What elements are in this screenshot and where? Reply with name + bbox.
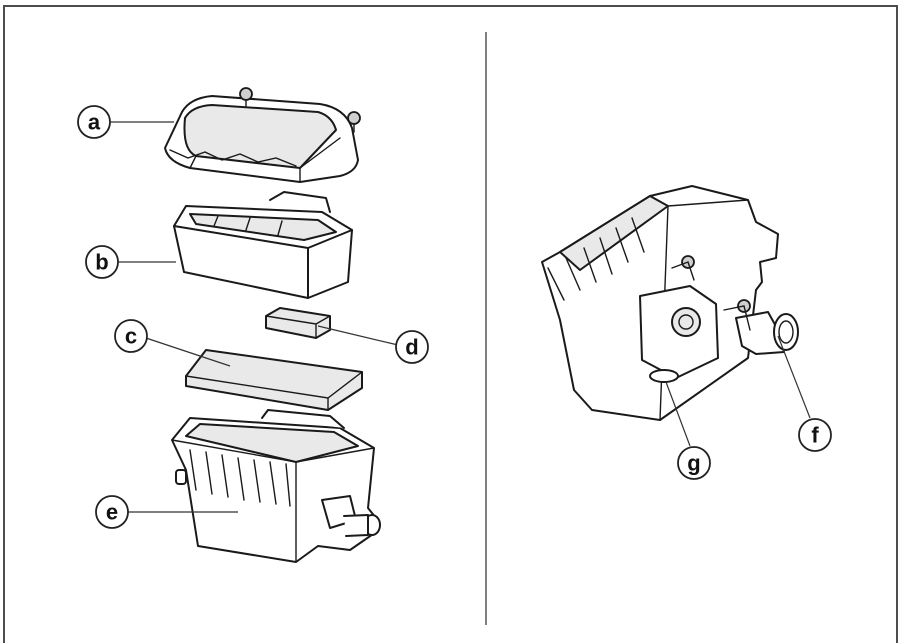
label-b: b <box>85 245 119 279</box>
label-d: d <box>395 330 429 364</box>
label-c: c <box>114 319 148 353</box>
label-f: f <box>798 418 832 452</box>
svg-text:c: c <box>125 324 137 349</box>
svg-text:f: f <box>811 423 819 448</box>
label-e: e <box>95 495 129 529</box>
part-c-large-pad <box>185 349 363 411</box>
svg-text:a: a <box>88 110 101 135</box>
svg-text:d: d <box>405 335 418 360</box>
part-e-housing <box>171 409 381 563</box>
label-g: g <box>677 446 711 480</box>
figure-frame <box>3 5 898 643</box>
svg-text:b: b <box>95 250 108 275</box>
part-b-filter-cartridge <box>173 191 353 299</box>
label-a: a <box>77 105 111 139</box>
svg-text:e: e <box>106 500 118 525</box>
part-d-small-pad <box>265 307 331 339</box>
part-a-lid <box>164 87 361 183</box>
svg-text:g: g <box>687 451 700 476</box>
leader-lines <box>110 121 811 513</box>
housing-underside-view <box>541 185 799 421</box>
